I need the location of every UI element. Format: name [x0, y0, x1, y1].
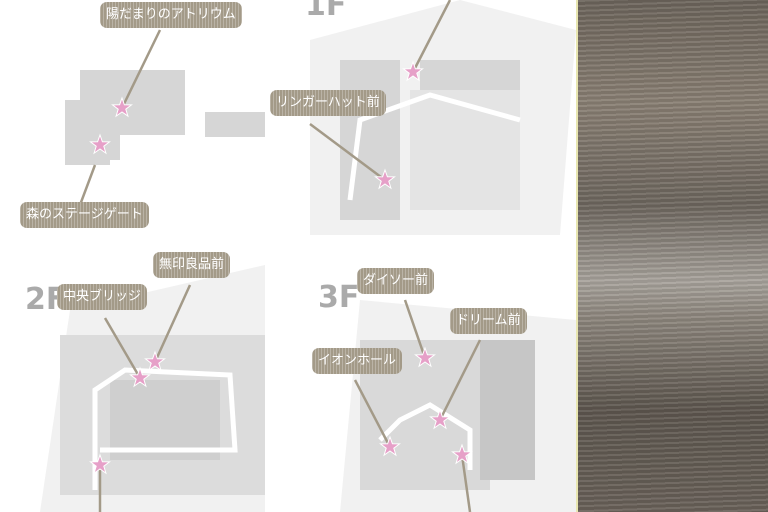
label-hidamari-atrium[interactable]: 陽だまりのアトリウム — [100, 2, 242, 28]
star-icon[interactable] — [429, 408, 451, 430]
label-dream[interactable]: ドリーム前 — [450, 308, 527, 334]
label-daiso[interactable]: ダイソー前 — [357, 268, 435, 294]
floor-1f-label: 1F — [305, 0, 347, 23]
star-icon[interactable] — [111, 96, 133, 118]
star-icon[interactable] — [402, 60, 424, 82]
floor-3f-label: 3F — [318, 280, 360, 315]
star-icon[interactable] — [89, 133, 111, 155]
star-icon[interactable] — [451, 443, 473, 465]
label-muji[interactable]: 無印良品前 — [153, 252, 231, 278]
star-icon[interactable] — [414, 346, 436, 368]
star-icon[interactable] — [89, 453, 111, 475]
star-icon[interactable] — [129, 366, 151, 388]
star-icon[interactable] — [374, 168, 396, 190]
label-mori-stage-gate[interactable]: 森のステージゲート — [20, 202, 149, 228]
label-ringerhut[interactable]: リンガーハット前 — [270, 90, 386, 116]
star-icon[interactable] — [144, 350, 166, 372]
label-aeon-hall[interactable]: イオンホール — [312, 348, 403, 374]
photo-panel — [576, 0, 768, 512]
floor-map-panel: 1F 2F 3F 陽だまりのアトリウム リンガーハット前 森のステージゲート 中… — [20, 0, 576, 512]
label-chuo-bridge[interactable]: 中央ブリッジ — [57, 284, 148, 310]
marker-layer — [89, 60, 473, 475]
floor-map-drawing — [40, 0, 576, 512]
star-icon[interactable] — [379, 435, 401, 457]
